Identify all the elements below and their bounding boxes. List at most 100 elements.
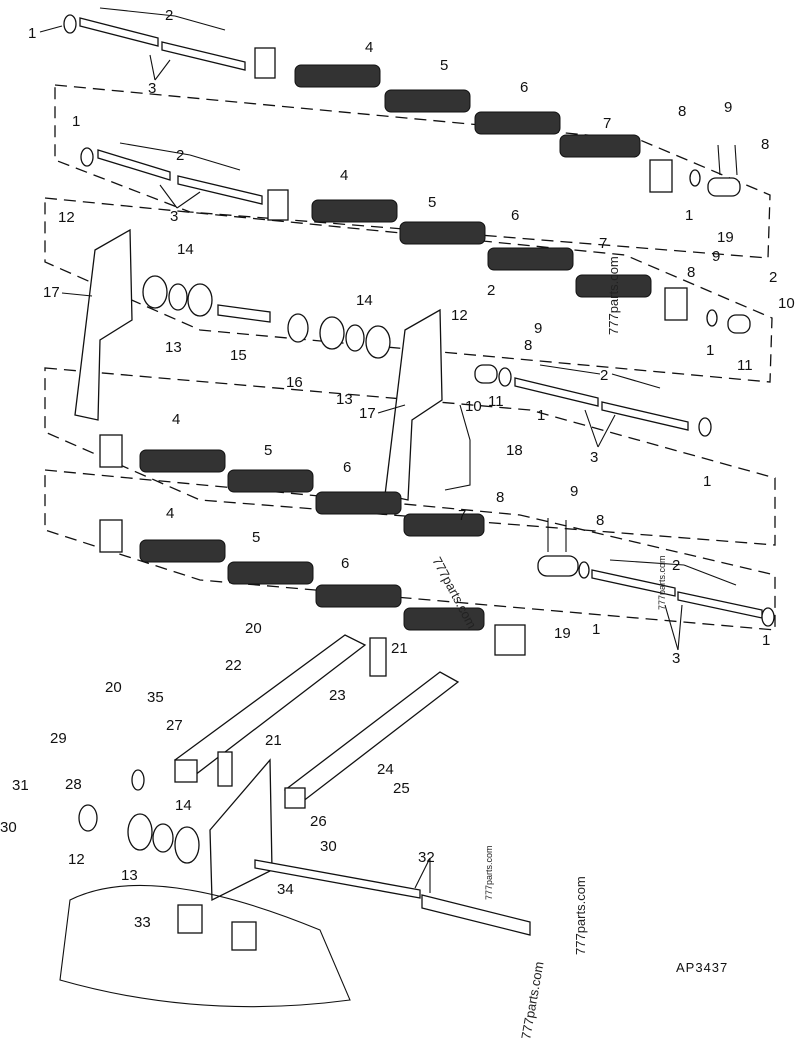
spool-6 <box>315 584 402 608</box>
spool-7 <box>403 513 485 537</box>
callout-11: 11 <box>737 357 753 374</box>
shaft-half <box>601 401 689 431</box>
callout-7: 7 <box>603 115 611 132</box>
shaft-half <box>514 377 599 407</box>
bushing-11 <box>474 364 498 384</box>
callout-2: 2 <box>769 269 777 286</box>
callout-28: 28 <box>65 776 82 793</box>
spool-4 <box>139 539 226 563</box>
callout-labels: 1 1 1 1 1 1 1 1 2 2 2 2 2 2 3 3 3 3 4 4 … <box>0 7 795 975</box>
shaft-half <box>79 17 159 47</box>
drive-shaft <box>421 894 531 936</box>
callout-14: 14 <box>356 292 373 309</box>
callout-8: 8 <box>687 264 695 281</box>
bearing-flange <box>319 316 345 350</box>
frame-tube <box>283 671 460 803</box>
callout-1: 1 <box>537 407 545 424</box>
callout-1: 1 <box>592 621 600 638</box>
callout-4: 4 <box>166 505 174 522</box>
spool-5 <box>227 469 314 493</box>
callout-17: 17 <box>359 405 376 422</box>
bearing-insert <box>168 283 188 311</box>
callout-12: 12 <box>451 307 468 324</box>
callout-1: 1 <box>703 473 711 490</box>
callout-1: 1 <box>762 632 770 649</box>
callout-33: 33 <box>134 914 151 931</box>
leader-lines <box>39 7 737 893</box>
callout-25: 25 <box>393 780 410 797</box>
callout-35: 35 <box>147 689 164 706</box>
callout-4: 4 <box>172 411 180 428</box>
callout-6: 6 <box>343 459 351 476</box>
callout-7: 7 <box>599 235 607 252</box>
spool-5 <box>384 89 471 113</box>
callout-7: 7 <box>458 507 466 524</box>
callout-20: 20 <box>105 679 122 696</box>
callout-6: 6 <box>341 555 349 572</box>
spool-7 <box>403 607 485 631</box>
callout-1: 1 <box>72 113 80 130</box>
group-boundary-3 <box>44 367 776 546</box>
shaft-half <box>677 591 763 619</box>
bearing-flange <box>142 275 168 309</box>
bearing-insert <box>152 823 174 853</box>
frame-base <box>59 884 351 1008</box>
watermark: 777parts.com <box>518 960 546 1040</box>
washer <box>498 367 512 387</box>
callout-16: 16 <box>286 374 303 391</box>
washer <box>689 169 701 187</box>
callout-6: 6 <box>511 207 519 224</box>
callout-2: 2 <box>672 557 680 574</box>
flange-bearing <box>99 434 123 468</box>
callout-19: 19 <box>717 229 734 246</box>
bushing-11 <box>727 314 751 334</box>
shaft-half <box>591 569 676 597</box>
callout-1: 1 <box>28 25 36 42</box>
spool-5 <box>227 561 314 585</box>
callout-10: 10 <box>778 295 795 312</box>
bushing-19 <box>707 177 741 197</box>
spool-4 <box>311 199 398 223</box>
spool-7 <box>575 274 652 298</box>
callout-13: 13 <box>336 391 353 408</box>
watermark: 777parts.com <box>484 845 494 900</box>
shaft-half <box>161 41 246 71</box>
washer <box>578 561 590 579</box>
callout-21: 21 <box>265 732 282 749</box>
drive-shaft <box>254 859 421 899</box>
bushing-19 <box>537 555 579 577</box>
callout-11: 11 <box>488 393 504 410</box>
callout-21: 21 <box>391 640 408 657</box>
washer <box>706 309 718 327</box>
flange-bearing <box>267 189 289 221</box>
shaft-half <box>97 149 171 181</box>
watermark: 777parts.com <box>573 876 588 955</box>
callout-19: 19 <box>554 625 571 642</box>
callout-9: 9 <box>724 99 732 116</box>
end-bearing <box>494 624 526 656</box>
callout-9: 9 <box>534 320 542 337</box>
bracket-foot <box>231 921 257 951</box>
callout-8: 8 <box>761 136 769 153</box>
callout-30: 30 <box>320 838 337 855</box>
callout-2: 2 <box>176 147 184 164</box>
callout-3: 3 <box>148 80 156 97</box>
callout-10: 10 <box>465 398 482 415</box>
callout-13: 13 <box>121 867 138 884</box>
bearing-flange <box>127 813 153 851</box>
spool-6 <box>474 111 561 135</box>
callout-5: 5 <box>252 529 260 546</box>
plate-21 <box>217 751 233 787</box>
watermark: 777parts.com <box>606 256 621 335</box>
washer <box>761 607 775 627</box>
callout-9: 9 <box>570 483 578 500</box>
shaft-half <box>177 175 263 205</box>
bearing-flange <box>365 325 391 359</box>
figure-code: AP3437 <box>676 960 728 975</box>
stub-shaft <box>217 304 271 323</box>
callout-34: 34 <box>277 881 294 898</box>
callout-8: 8 <box>596 512 604 529</box>
side-bracket <box>384 308 443 501</box>
